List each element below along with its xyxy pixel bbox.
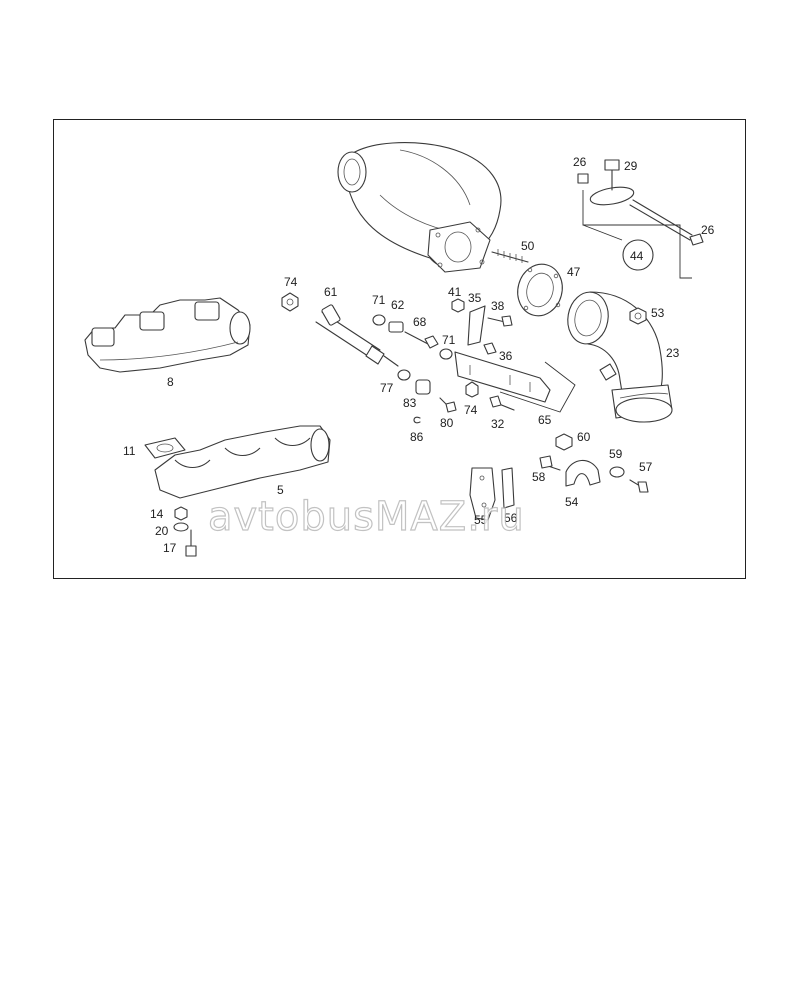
flap-shaft-assembly — [577, 159, 704, 279]
nut-14 — [174, 506, 188, 521]
callout-74b: 74 — [464, 403, 478, 417]
group-44-marker — [622, 239, 654, 271]
callout-71b: 71 — [442, 333, 456, 347]
callout-23: 23 — [666, 346, 680, 360]
callout-74a: 74 — [284, 275, 298, 289]
bolt-80 — [439, 397, 457, 413]
stud-50 — [491, 249, 529, 263]
exhaust-manifold-8 — [84, 297, 251, 373]
callout-60: 60 — [577, 430, 591, 444]
callout-86: 86 — [410, 430, 424, 444]
callout-11: 11 — [123, 444, 136, 458]
callout-5: 5 — [277, 483, 284, 497]
turbocharger — [337, 142, 502, 273]
bracket-65 — [454, 351, 576, 413]
bolt-57 — [629, 479, 649, 493]
clip-86 — [413, 416, 421, 424]
bolt-32 — [489, 395, 515, 411]
nut-60 — [555, 433, 573, 451]
callout-56: 56 — [504, 511, 518, 525]
callout-36: 36 — [499, 349, 513, 363]
callout-59: 59 — [609, 447, 623, 461]
pipe-61 — [281, 292, 399, 367]
callout-80: 80 — [440, 416, 454, 430]
nut-41 — [451, 298, 465, 313]
elbow-pipe-23 — [567, 291, 673, 423]
exhaust-manifold-5 — [154, 425, 331, 499]
callout-17: 17 — [163, 541, 177, 555]
washer-71b — [439, 348, 453, 360]
gasket-47 — [517, 263, 563, 317]
callout-20: 20 — [155, 524, 169, 538]
callout-29: 29 — [624, 159, 638, 173]
sleeve-62 — [388, 321, 404, 333]
gasket-11 — [144, 437, 186, 459]
bolt-17 — [185, 529, 197, 557]
callout-26a: 26 — [573, 155, 587, 169]
callout-47: 47 — [567, 265, 581, 279]
bracket-35 — [467, 305, 486, 346]
callout-65: 65 — [538, 413, 552, 427]
callout-35: 35 — [468, 291, 482, 305]
nut-74b — [465, 381, 479, 398]
washer-59 — [609, 466, 625, 478]
bolt-38 — [487, 315, 513, 327]
callout-57: 57 — [639, 460, 653, 474]
strap-56 — [501, 467, 515, 509]
bolt-36 — [483, 342, 497, 355]
watermark-text: avtobusMAZ.ru — [208, 494, 525, 540]
callout-55: 55 — [474, 513, 488, 527]
washer-77 — [397, 369, 411, 381]
plate-55 — [469, 467, 496, 521]
callout-77: 77 — [380, 381, 394, 395]
nut-53 — [629, 307, 647, 325]
callout-54: 54 — [565, 495, 579, 509]
washer-20 — [173, 522, 189, 532]
bolt-58 — [539, 455, 561, 471]
clamp-54 — [565, 459, 601, 487]
callout-44: 44 — [630, 249, 644, 263]
callout-50: 50 — [521, 239, 535, 253]
callout-71a: 71 — [372, 293, 386, 307]
callout-62: 62 — [391, 298, 405, 312]
callout-8: 8 — [167, 375, 174, 389]
callout-26b: 26 — [701, 223, 715, 237]
callout-68: 68 — [413, 315, 427, 329]
callout-58: 58 — [532, 470, 546, 484]
callout-38: 38 — [491, 299, 505, 313]
bolt-68 — [404, 331, 439, 349]
callout-61: 61 — [324, 285, 338, 299]
callout-41: 41 — [448, 285, 462, 299]
callout-83: 83 — [403, 396, 417, 410]
callout-14: 14 — [150, 507, 164, 521]
callout-53: 53 — [651, 306, 665, 320]
washer-71a — [372, 314, 386, 326]
callout-32: 32 — [491, 417, 505, 431]
nut-83 — [415, 379, 431, 395]
